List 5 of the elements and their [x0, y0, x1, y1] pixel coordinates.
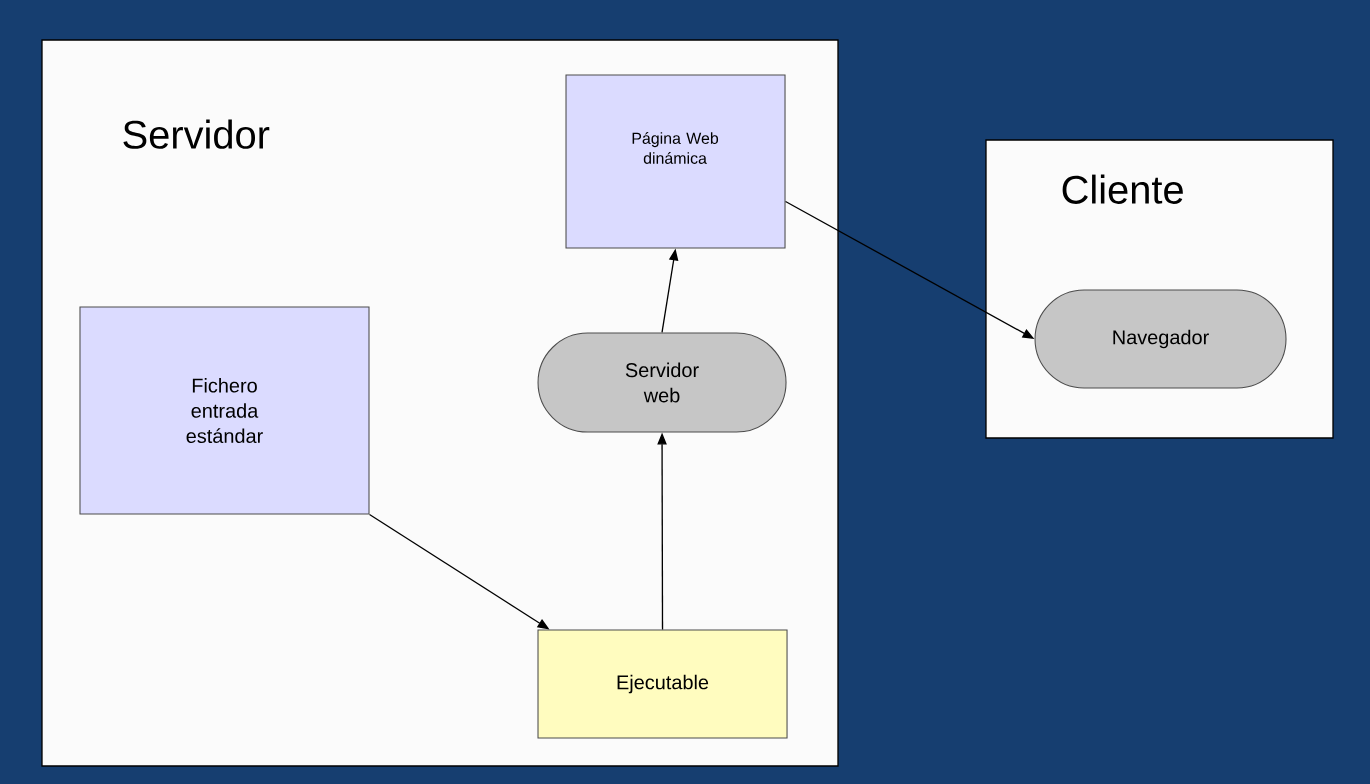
- process-box: Página Web dinámica: [565, 74, 786, 249]
- rounded-box: Servidor web: [537, 332, 787, 433]
- process-box: Fichero entrada estándar: [79, 306, 370, 515]
- process-box: Ejecutable: [537, 629, 788, 739]
- rounded-box: Navegador: [1034, 289, 1287, 389]
